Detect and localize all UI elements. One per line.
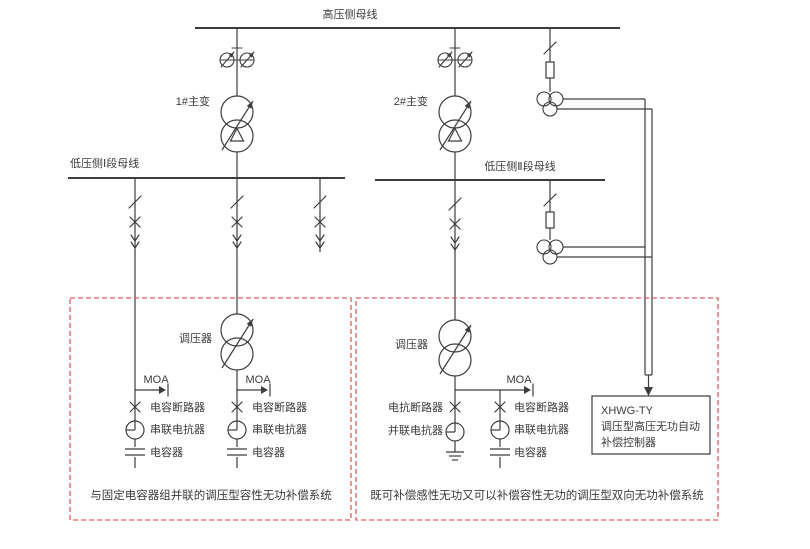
capacitor-breaker-a-label: 电容断路器 — [150, 400, 205, 414]
pt-cluster-mid-icon — [536, 239, 564, 265]
series-reactor-e-label: 串联电抗器 — [514, 422, 569, 436]
capacitor-b-label: 电容器 — [252, 445, 285, 459]
left-compensation-box — [69, 297, 352, 521]
transformer-1-label: 1#主变 — [176, 94, 210, 108]
series-reactor-b-icon — [227, 420, 247, 440]
transformer-2-label: 2#主变 — [394, 94, 428, 108]
series-reactor-a-label: 串联电抗器 — [150, 422, 205, 436]
pt-cluster-top-icon — [536, 91, 564, 117]
connection-lines — [68, 27, 653, 468]
capacitor-breaker-b-label: 电容断路器 — [252, 400, 307, 414]
series-reactor-e-icon — [490, 420, 510, 440]
regulator-left-label: 调压器 — [179, 332, 212, 345]
controller-name-label: XHWG-TY — [601, 405, 654, 417]
moa-right-label: MOA — [506, 374, 532, 386]
controller-desc-line2: 补偿控制器 — [601, 435, 656, 449]
regulator-right-label: 调压器 — [395, 338, 428, 351]
voltage-regulator-left-icon — [220, 313, 254, 371]
ground-icon — [445, 451, 465, 461]
shunt-reactor-icon — [445, 422, 465, 442]
left-system-caption: 与固定电容器组并联的调压型容性无功补偿系统 — [90, 488, 332, 502]
hv-busbar-label: 高压侧母线 — [323, 7, 378, 21]
lv-busbar-2-label: 低压侧Ⅱ段母线 — [484, 159, 555, 173]
transformer-1-icon — [220, 95, 254, 153]
moa-b-label: MOA — [245, 374, 271, 386]
controller-desc-line1: 调压型高压无功自动 — [601, 419, 700, 433]
right-system-caption: 既可补偿感性无功又可以补偿容性无功的调压型双向无功补偿系统 — [370, 488, 704, 502]
controller-arrow-icon — [644, 387, 653, 396]
capacitor-breaker-e-label: 电容断路器 — [514, 400, 569, 414]
fuse-mid-icon — [545, 211, 555, 229]
transformer-2-icon — [438, 95, 472, 153]
capacitor-e-label: 电容器 — [514, 445, 547, 459]
reactor-breaker-label: 电抗断路器 — [388, 400, 443, 414]
capacitor-a-icon — [123, 446, 147, 458]
shunt-reactor-label: 并联电抗器 — [388, 423, 443, 437]
capacitor-b-icon — [225, 446, 249, 458]
series-reactor-b-label: 串联电抗器 — [252, 422, 307, 436]
series-reactor-a-icon — [125, 420, 145, 440]
lv-busbar-1-label: 低压侧Ⅰ段母线 — [70, 156, 139, 170]
voltage-regulator-right-icon — [438, 319, 472, 377]
controller-box — [591, 395, 711, 455]
right-compensation-box — [355, 297, 719, 521]
capacitor-e-icon — [488, 446, 512, 458]
moa-a-label: MOA — [143, 374, 169, 386]
fuse-top-icon — [545, 61, 555, 79]
capacitor-a-label: 电容器 — [150, 445, 183, 459]
